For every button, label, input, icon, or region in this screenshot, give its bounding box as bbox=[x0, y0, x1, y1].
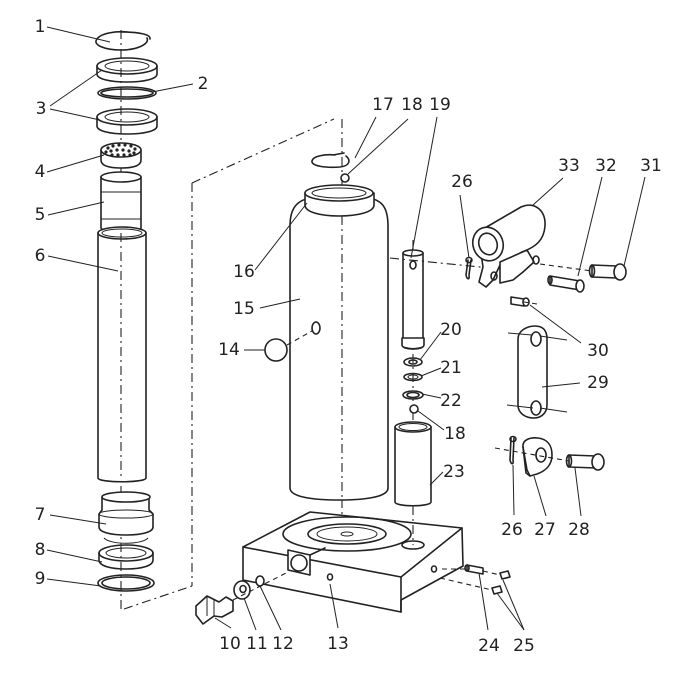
part-16-top-ring bbox=[304, 184, 375, 217]
part-9-ring bbox=[97, 574, 155, 592]
label-part-20: 20 bbox=[440, 320, 462, 340]
part-18-ball-pump bbox=[409, 404, 419, 414]
label-part-25: 25 bbox=[513, 636, 535, 656]
label-part-19: 19 bbox=[429, 95, 451, 115]
base-small-parts bbox=[439, 564, 511, 595]
part-8-seal bbox=[98, 544, 154, 570]
part-13-base bbox=[242, 511, 464, 613]
label-part-8: 8 bbox=[35, 540, 46, 560]
part-2-ring bbox=[97, 86, 157, 100]
label-part-9: 9 bbox=[35, 569, 46, 589]
label-part-18-top: 18 bbox=[401, 95, 423, 115]
part-27-clevis bbox=[522, 437, 553, 477]
label-part-21: 21 bbox=[440, 358, 462, 378]
label-part-31: 31 bbox=[640, 156, 662, 176]
label-part-17: 17 bbox=[372, 95, 394, 115]
part-18-ball-top bbox=[340, 173, 350, 183]
part-30-bolt bbox=[510, 296, 530, 307]
part-32-pin bbox=[547, 275, 585, 293]
part-25-plugs bbox=[491, 570, 511, 595]
part-26-split-pin-bottom bbox=[509, 435, 517, 465]
label-part-7: 7 bbox=[35, 505, 46, 525]
part-26-split-pin-top bbox=[465, 256, 473, 280]
label-part-33: 33 bbox=[558, 156, 580, 176]
part-10-release-screw bbox=[195, 595, 234, 625]
label-part-5: 5 bbox=[35, 205, 46, 225]
label-part-13: 13 bbox=[327, 634, 349, 654]
label-part-24: 24 bbox=[478, 636, 500, 656]
label-part-28: 28 bbox=[568, 520, 590, 540]
label-part-12: 12 bbox=[272, 634, 294, 654]
part-28-pin bbox=[565, 453, 605, 471]
label-part-23: 23 bbox=[443, 462, 465, 482]
part-22-gasket bbox=[402, 390, 424, 400]
part-21-washer bbox=[403, 372, 423, 382]
label-part-6: 6 bbox=[35, 246, 46, 266]
label-part-2: 2 bbox=[198, 74, 209, 94]
part-3-upper-ring bbox=[96, 57, 158, 83]
part-17-clip bbox=[311, 152, 350, 169]
label-part-22: 22 bbox=[440, 391, 462, 411]
part-3-lower-ring bbox=[96, 108, 158, 135]
label-part-4: 4 bbox=[35, 162, 46, 182]
part-7-piston bbox=[98, 491, 154, 544]
part-labels: 1 2 3 4 5 6 7 8 9 10 11 12 13 14 15 16 1… bbox=[35, 17, 662, 656]
label-part-30: 30 bbox=[587, 341, 609, 361]
label-part-1: 1 bbox=[35, 17, 46, 37]
part-11-washer bbox=[233, 580, 251, 600]
label-part-29: 29 bbox=[587, 373, 609, 393]
reservoir-housing bbox=[264, 152, 389, 501]
handle-linkage bbox=[389, 204, 627, 477]
part-4-saddle bbox=[100, 142, 142, 169]
part-5-extension-screw bbox=[100, 171, 142, 232]
label-part-15: 15 bbox=[233, 299, 255, 319]
part-33-handle-socket bbox=[471, 204, 546, 288]
label-part-26-top: 26 bbox=[451, 172, 473, 192]
label-part-27: 27 bbox=[534, 520, 556, 540]
label-part-32: 32 bbox=[595, 156, 617, 176]
part-29-link bbox=[506, 325, 568, 419]
release-valve-parts bbox=[195, 571, 289, 625]
label-part-14: 14 bbox=[218, 340, 240, 360]
part-20-seal bbox=[403, 357, 423, 367]
label-part-3: 3 bbox=[36, 99, 47, 119]
part-6-ram bbox=[97, 226, 147, 483]
label-part-11: 11 bbox=[246, 634, 268, 654]
part-19-plunger bbox=[401, 249, 425, 350]
label-part-18-pump: 18 bbox=[444, 424, 466, 444]
part-23-pump-cylinder bbox=[394, 421, 432, 507]
label-part-16: 16 bbox=[233, 262, 255, 282]
part-1-snap-ring bbox=[95, 30, 151, 51]
label-part-10: 10 bbox=[219, 634, 241, 654]
part-12-ring bbox=[255, 575, 265, 587]
part-31-pin bbox=[588, 263, 627, 281]
part-15-reservoir bbox=[289, 197, 389, 501]
leader-lines bbox=[46, 26, 646, 631]
part-24-pin bbox=[464, 564, 484, 575]
pump-assembly bbox=[394, 240, 432, 545]
ram-assembly bbox=[95, 30, 158, 610]
label-part-26-bottom: 26 bbox=[501, 520, 523, 540]
